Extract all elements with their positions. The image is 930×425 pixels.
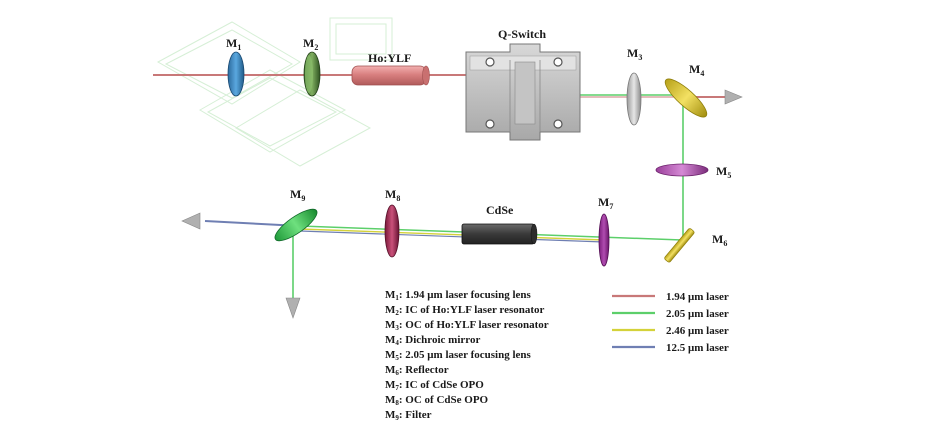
m8-mirror bbox=[384, 204, 400, 258]
m4-dichroic-mirror bbox=[664, 78, 708, 118]
label-m8: M8 bbox=[385, 187, 400, 203]
arrow-down-icon bbox=[285, 297, 301, 319]
key-item: M6: Reflector bbox=[385, 364, 449, 377]
m9-filter bbox=[274, 208, 318, 242]
key-item: M2: IC of Ho:YLF laser resonator bbox=[385, 304, 545, 317]
label-m3: M3 bbox=[627, 46, 642, 62]
label-m4: M4 bbox=[689, 62, 704, 78]
label-m1: M1 bbox=[226, 36, 241, 52]
ho-ylf-crystal bbox=[351, 65, 430, 86]
label-m7: M7 bbox=[598, 195, 613, 211]
wavelength-legend: 1.94 μm laser 2.05 μm laser 2.46 μm lase… bbox=[612, 291, 729, 354]
cdse-crystal bbox=[461, 223, 538, 245]
arrow-right-icon bbox=[724, 89, 743, 105]
key-item: M8: OC of CdSe OPO bbox=[385, 394, 489, 407]
component-key: M1: 1.94 μm laser focusing lens M2: IC o… bbox=[385, 289, 549, 422]
m7-mirror bbox=[598, 213, 610, 267]
arrow-left-icon bbox=[181, 212, 201, 230]
m5-lens bbox=[655, 163, 709, 177]
label-cdse: CdSe bbox=[486, 203, 514, 217]
label-ho-ylf: Ho:YLF bbox=[368, 51, 411, 65]
label-m6: M6 bbox=[712, 232, 727, 248]
label-m5: M5 bbox=[716, 164, 731, 180]
key-item: M4: Dichroic mirror bbox=[385, 334, 480, 347]
label-q-switch: Q-Switch bbox=[498, 27, 546, 41]
key-item: M1: 1.94 μm laser focusing lens bbox=[385, 289, 532, 302]
key-item: M9: Filter bbox=[385, 409, 432, 422]
label-m2: M2 bbox=[303, 36, 318, 52]
m1-lens bbox=[227, 51, 245, 97]
q-switch-block bbox=[465, 43, 581, 141]
key-item: M7: IC of CdSe OPO bbox=[385, 379, 484, 392]
label-m9: M9 bbox=[290, 187, 305, 203]
m3-mirror bbox=[626, 72, 642, 126]
m6-reflector bbox=[664, 228, 695, 263]
legend-label: 2.05 μm laser bbox=[666, 308, 729, 320]
legend-label: 12.5 μm laser bbox=[666, 342, 729, 354]
key-item: M3: OC of Ho:YLF laser resonator bbox=[385, 319, 549, 332]
legend-label: 2.46 μm laser bbox=[666, 325, 729, 337]
m2-mirror bbox=[303, 51, 321, 97]
beam-lower-path bbox=[181, 212, 683, 319]
legend-label: 1.94 μm laser bbox=[666, 291, 729, 303]
decorative-wireframe bbox=[156, 17, 393, 167]
key-item: M5: 2.05 μm laser focusing lens bbox=[385, 349, 532, 362]
